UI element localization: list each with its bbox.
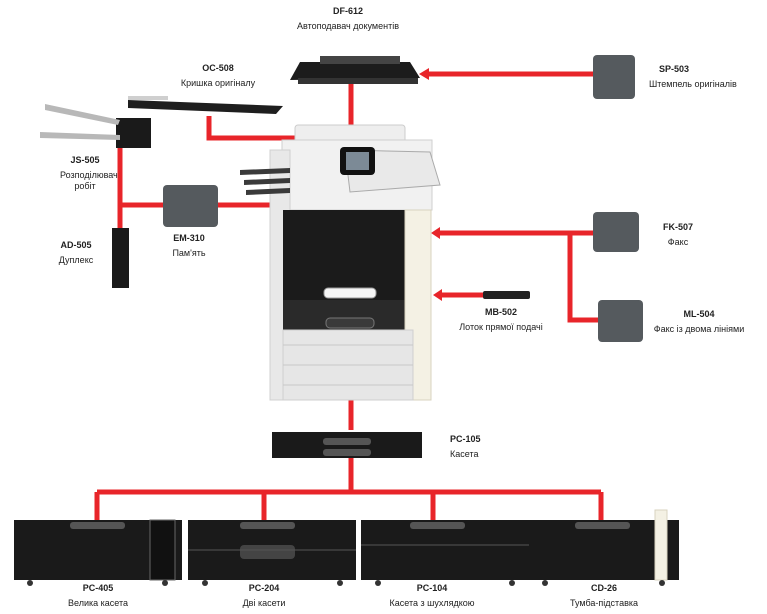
label-pc204: PC-204 Дві касети [243,583,286,609]
js505-desc: Розподілювач робіт [60,170,118,191]
pc104-code: PC-104 [416,583,448,593]
oc508-device [128,96,283,114]
label-df612: DF-612 Автоподавач документів [297,6,399,32]
ml504-code: ML-504 [683,309,715,319]
label-pc405: PC-405 Велика касета [68,583,128,609]
mb502-code: MB-502 [484,307,518,317]
ad505-desc: Дуплекс [58,255,94,265]
pc405-desc: Велика касета [67,598,129,608]
oc508-code: OC-508 [202,63,234,73]
pc204-device [188,520,356,586]
em310-device [163,185,218,227]
sp503-code: SP-503 [659,64,690,74]
em310-code: EM-310 [173,233,205,243]
label-fk507: FK-507 Факс [663,222,693,248]
pc104-desc: Касета з шухлядкою [389,598,475,608]
arrow-fk507 [431,227,440,239]
output-trays [240,168,290,195]
pc204-code: PC-204 [248,583,280,593]
arrow-mb502 [433,289,442,301]
pc105-device [272,432,422,458]
df612-device [290,56,420,84]
label-em310: EM-310 Пам'ять [172,233,205,259]
label-sp503: SP-503 Штемпель оригіналів [649,64,737,90]
df612-code: DF-612 [332,6,363,16]
mb502-device [483,291,530,299]
fk507-desc: Факс [667,237,689,247]
mb502-desc: Лоток прямої подачі [459,322,543,332]
pc405-code: PC-405 [82,583,114,593]
ml504-desc: Факс із двома лініями [653,324,745,334]
cd26-code: CD-26 [590,583,618,593]
connector-lines [94,71,604,520]
cd26-device [529,509,679,586]
label-oc508: OC-508 Кришка оригіналу [181,63,255,89]
label-pc104: PC-104 Касета з шухлядкою [390,583,475,609]
df612-desc: Автоподавач документів [297,21,399,31]
label-js505: JS-505 Розподілювач робіт [40,155,130,192]
pc204-desc: Дві касети [242,598,286,608]
ad505-code: AD-505 [60,240,92,250]
label-ml504: ML-504 Факс із двома лініями [654,309,744,335]
ad505-device [112,228,129,288]
sp503-desc: Штемпель оригіналів [649,79,737,89]
label-pc105: PC-105 Касета [450,434,481,460]
label-cd26: CD-26 Тумба-підставка [570,583,638,609]
pc405-device [14,519,182,586]
connector-cassettes [94,458,604,520]
sp503-device [593,55,635,99]
fk507-code: FK-507 [662,222,694,232]
js505-device [40,104,151,148]
pc105-desc: Касета [450,449,479,459]
label-ad505: AD-505 Дуплекс [59,240,93,266]
em310-desc: Пам'ять [172,248,206,258]
cd26-desc: Тумба-підставка [569,598,639,608]
arrow-sp503 [419,68,429,80]
connector-js-ad-em [117,147,278,228]
connector-fk-ml [438,230,598,323]
pc105-code: PC-105 [450,434,481,444]
fk507-device [593,212,639,252]
label-mb502: MB-502 Лоток прямої подачі [459,307,542,333]
mfp-main-unit [240,124,441,401]
pc104-device [361,520,529,586]
js505-code: JS-505 [70,155,100,165]
oc508-desc: Кришка оригіналу [180,78,256,88]
ml504-device [598,300,643,342]
